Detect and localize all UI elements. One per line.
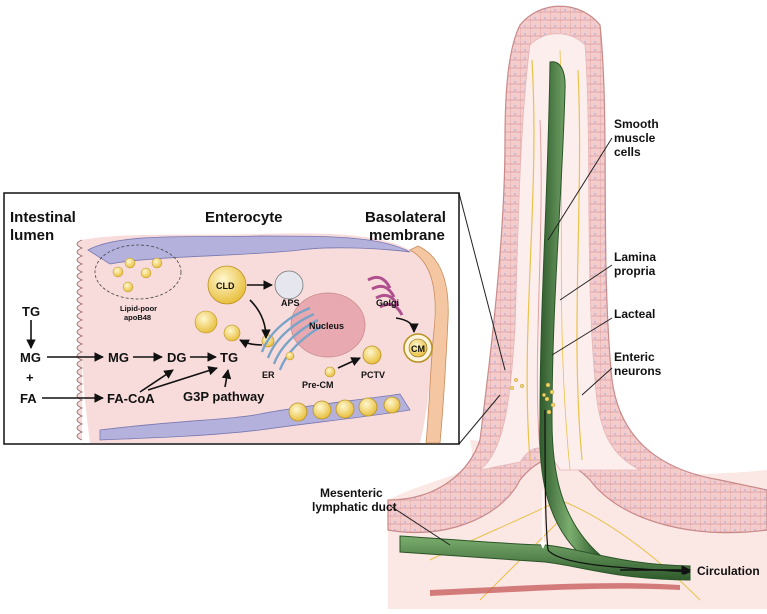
pctv: [362, 345, 382, 365]
label-fa-lumen: FA: [20, 391, 37, 406]
lacteal: [539, 61, 601, 564]
label-mesenteric-1: Mesenteric: [320, 486, 383, 500]
chylomicron-dots: [510, 378, 556, 415]
lipid-poor-particles: [112, 257, 163, 293]
label-tg-lumen: TG: [22, 304, 40, 319]
label-mg-cell: MG: [108, 350, 129, 365]
label-enteric-neurons-2: neurons: [614, 364, 662, 378]
label-lipid-poor-1: Lipid-poor: [120, 304, 157, 313]
lipid-poor-apob48-region: [94, 244, 182, 300]
enterocyte-inset: [3, 192, 460, 445]
callout-smooth-muscle: [547, 137, 613, 241]
label-pre-cm: Pre-CM: [302, 380, 334, 390]
label-intestinal-lumen-2: lumen: [10, 227, 54, 244]
label-fa-coa: FA-CoA: [107, 391, 155, 406]
label-er: ER: [262, 370, 275, 380]
callout-lacteal: [551, 317, 613, 356]
er-membranes: [260, 306, 323, 371]
basal-droplets: [288, 396, 401, 422]
label-nucleus: Nucleus: [309, 321, 344, 331]
callout-lines: [391, 137, 613, 546]
villus: [387, 5, 767, 609]
label-basolateral-2: membrane: [369, 227, 445, 244]
label-enteric-neurons-1: Enteric: [614, 350, 655, 364]
label-golgi: Golgi: [376, 298, 399, 308]
label-cld: CLD: [216, 281, 235, 291]
golgi: [367, 275, 404, 316]
callout-enteric-neurons: [581, 367, 613, 396]
label-dg: DG: [167, 350, 187, 365]
label-lamina-propria-2: propria: [614, 264, 656, 278]
callout-lamina-propria: [559, 264, 613, 301]
enterocyte-cytoplasm: [82, 233, 435, 443]
label-lipid-poor-2: apoB48: [124, 313, 151, 322]
cld-droplet: [207, 265, 247, 305]
arrow-cld-er: [249, 299, 271, 339]
arrow-facoa-dg: [139, 369, 174, 393]
microvilli-brush-border: [76, 239, 84, 441]
label-plus: +: [26, 370, 34, 385]
label-basolateral-1: Basolateral: [365, 209, 446, 226]
mesenteric-lymphatic-duct: [399, 535, 691, 581]
pre-cm: [324, 366, 336, 378]
label-smooth-muscle-2: muscle: [614, 131, 656, 145]
lamina-propria-core: [479, 33, 641, 471]
enteric-neuron-1: [526, 59, 535, 461]
label-cm: CM: [411, 344, 425, 354]
blood-vessel: [430, 583, 680, 596]
zoom-line-bottom: [458, 394, 501, 445]
arrow-er-cld: [239, 339, 263, 349]
label-tg-cell: TG: [220, 350, 238, 365]
arrow-precm-pctv: [337, 357, 361, 369]
label-smooth-muscle-3: cells: [614, 145, 641, 159]
label-aps: APS: [281, 298, 300, 308]
lateral-membrane-blue: [99, 393, 411, 441]
arrow-g3p-tg: [221, 369, 232, 388]
apical-membrane-blue: [87, 235, 411, 265]
zoom-line-top: [458, 192, 506, 371]
lacteal-flow-arrow: [544, 409, 691, 576]
smooth-muscle-cells-2: [536, 119, 542, 451]
aps-vesicle: [274, 270, 304, 300]
enteric-neuron-2: [576, 69, 583, 461]
label-g3p-pathway: G3P pathway: [183, 389, 265, 404]
label-lamina-propria-1: Lamina: [614, 250, 656, 264]
er-lipid: [285, 351, 295, 361]
callout-mesenteric: [391, 506, 451, 546]
label-smooth-muscle-1: Smooth: [614, 117, 659, 131]
label-circulation: Circulation: [697, 564, 760, 578]
label-pctv: PCTV: [361, 370, 385, 380]
label-lacteal: Lacteal: [614, 307, 655, 321]
basolateral-membrane: [409, 245, 449, 444]
cm-core: [408, 338, 428, 358]
arrow-facoa-tg: [147, 366, 218, 391]
arrow-golgi-cm: [395, 317, 419, 333]
label-intestinal-lumen-1: Intestinal: [10, 209, 76, 226]
label-mesenteric-2: lymphatic duct: [312, 500, 397, 514]
label-mg-lumen: MG: [20, 350, 41, 365]
label-enterocyte: Enterocyte: [205, 209, 283, 226]
